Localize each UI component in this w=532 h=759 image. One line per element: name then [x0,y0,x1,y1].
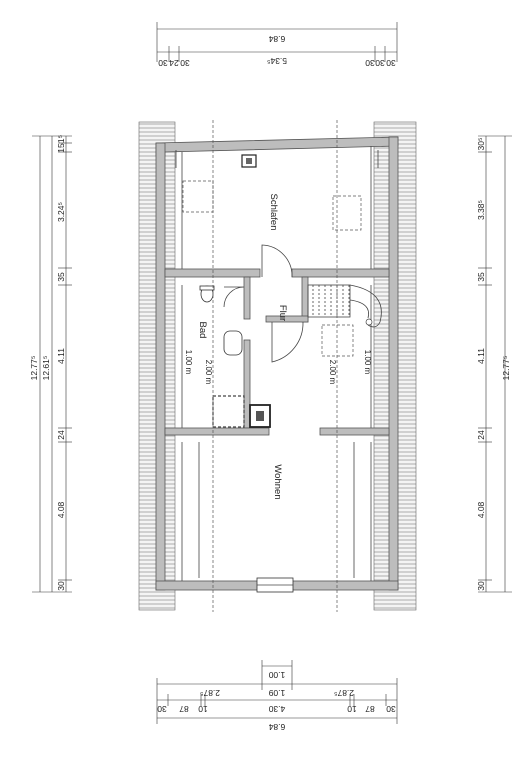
dim-left-seg-8: 30 [56,581,66,591]
room-label-schlafen: Schlafen [268,194,279,231]
dim-bottom-row3-5: 10 [347,704,357,714]
room-label-wohnen: Wohnen [272,464,283,499]
dim-left-seg-5: 4.11 [56,348,66,364]
dim-top-left-seg-1: 30 [158,58,168,68]
dimension-left: 12.77⁵ 12.61⁵ 1⁵ 15 3.24⁵ 35 4.11 24 4.0… [29,135,72,593]
dimension-top: 6.84 5.34⁵ 30 24 30 30 30 30 [156,22,398,68]
inner-walls [164,154,390,436]
dim-top-left-seg-3: 30 [180,58,190,68]
dim-right-seg-1: 30⁵ [476,138,486,151]
room-label-flur: Flur [277,305,288,321]
dim-bottom-top: 1.00 [268,670,285,680]
dim-right-seg-2: 3.38⁵ [476,200,486,220]
dimension-bottom: 1.00 2.87⁵ 1.09 2.87⁵ 30 87 10 4.30 10 8… [156,660,398,732]
dim-bottom-row3-6: 87 [365,704,375,714]
height-lines [198,120,355,612]
dim-bottom-row2-2: 1.09 [268,688,285,698]
dim-bottom-row3-4: 4.30 [268,704,285,714]
dim-right-seg-7: 30 [476,581,486,591]
dim-top-left-seg-2: 24 [169,58,179,68]
dim-bottom-row2-3: 2.87⁵ [334,688,354,698]
dim-bottom-row2-1: 2.87⁵ [200,688,220,698]
bad-height-1: 1.00 m [184,350,193,375]
dim-right-seg-4: 4.11 [476,348,486,364]
center-height-1: 2.00 m [328,360,337,385]
dim-bottom-total: 6.84 [268,722,285,732]
dim-top-right-seg-3: 30 [386,58,396,68]
dim-bottom-row3-1: 30 [157,704,167,714]
dim-left-inner: 12.61⁵ [41,356,51,381]
dim-top-right-seg-2: 30 [375,58,385,68]
dim-top-total: 6.84 [268,34,285,44]
window-bottom [256,577,294,593]
dim-top-right-seg-1: 30 [365,58,375,68]
room-label-bad: Bad [197,322,208,339]
dimension-right: 12.77⁵ 30⁵ 3.38⁵ 35 4.11 24 4.08 30 [476,135,512,593]
bad-height-2: 2.00 m [204,360,213,385]
dim-left-seg-6: 24 [56,430,66,440]
dim-right-seg-6: 4.08 [476,501,486,518]
center-height-2: 1.00 m [363,350,372,375]
dim-right-total: 12.77⁵ [501,356,511,381]
dim-bottom-row3-2: 87 [179,704,189,714]
dim-right-seg-5: 24 [476,430,486,440]
dim-left-seg-1: 1⁵ [56,135,66,143]
window-top [175,150,379,168]
dim-left-seg-7: 4.08 [56,501,66,518]
dim-left-seg-3: 3.24⁵ [56,202,66,222]
dim-left-seg-4: 35 [56,272,66,282]
doors [223,244,304,363]
dim-left-total: 12.77⁵ [29,356,39,381]
dim-bottom-row3-7: 30 [386,704,396,714]
bathroom-fixtures [199,285,245,428]
dim-right-seg-3: 35 [476,272,486,282]
staircase [307,284,382,328]
dim-top-inner: 5.34⁵ [267,56,287,66]
dim-bottom-row3-3: 10 [198,704,208,714]
dim-left-seg-2: 15 [56,143,66,153]
